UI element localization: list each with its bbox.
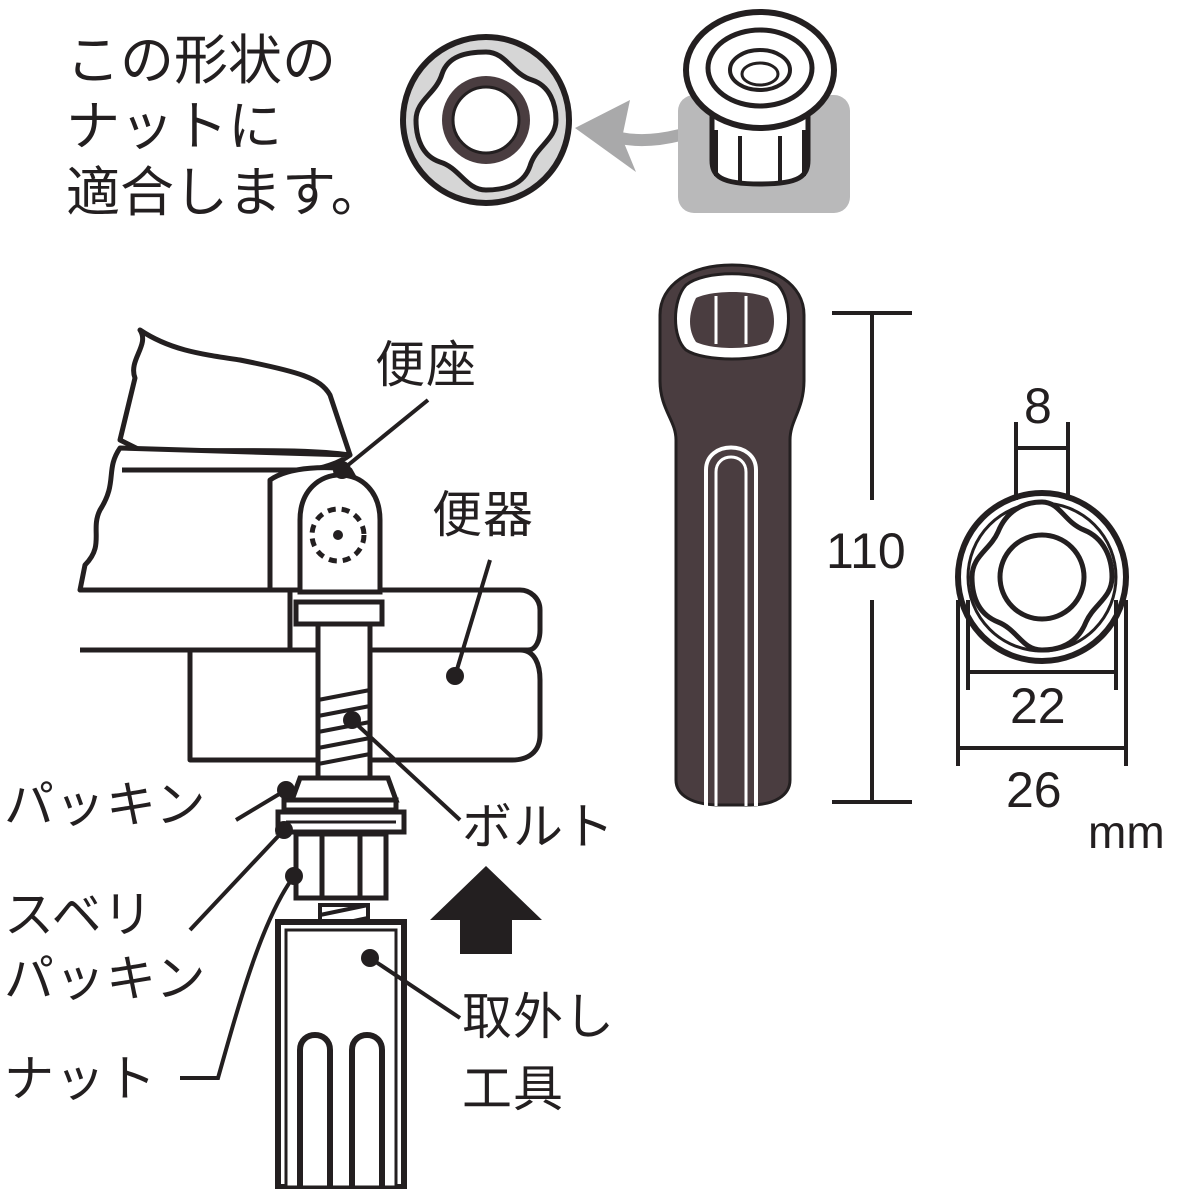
removal-tool-section-icon [275,919,407,1189]
nut-icon [678,9,850,213]
length-dimension-line [832,311,912,804]
label-tool-2: 工具 [462,1060,564,1118]
label-packing: パッキン [4,776,207,834]
dimension-unit: mm [1088,806,1165,858]
label-bowl: 便器 [432,486,534,544]
dimension-small-diameter: 22 [1010,678,1066,734]
label-seat: 便座 [375,336,477,394]
dimension-length: 110 [826,523,906,579]
arrow-up-icon [430,866,542,954]
hinge-icon [297,472,383,595]
socket-dimension-view-icon [955,490,1129,664]
dimension-outer-diameter: 26 [1006,762,1062,818]
socket-end-view-icon [400,34,572,206]
label-bolt: ボルト [462,798,615,856]
label-slip-packing-1: スベリ [4,886,154,944]
label-slip-packing-2: パッキン [4,950,207,1008]
intro-line-3: 適合します。 [66,161,385,224]
diameter-dimension-lines [956,422,1128,766]
intro-line-1: この形状の [66,29,336,92]
leader-lines [180,398,492,1080]
intro-text: この形状の ナットに 適合します。 [66,28,385,226]
dimension-inner: 8 [1024,378,1052,434]
arrow-left-icon [575,100,682,172]
label-tool-1: 取外し [462,988,615,1046]
removal-tool-icon [658,263,806,807]
intro-line-2: ナットに [66,95,282,158]
label-nut: ナット [4,1050,157,1108]
